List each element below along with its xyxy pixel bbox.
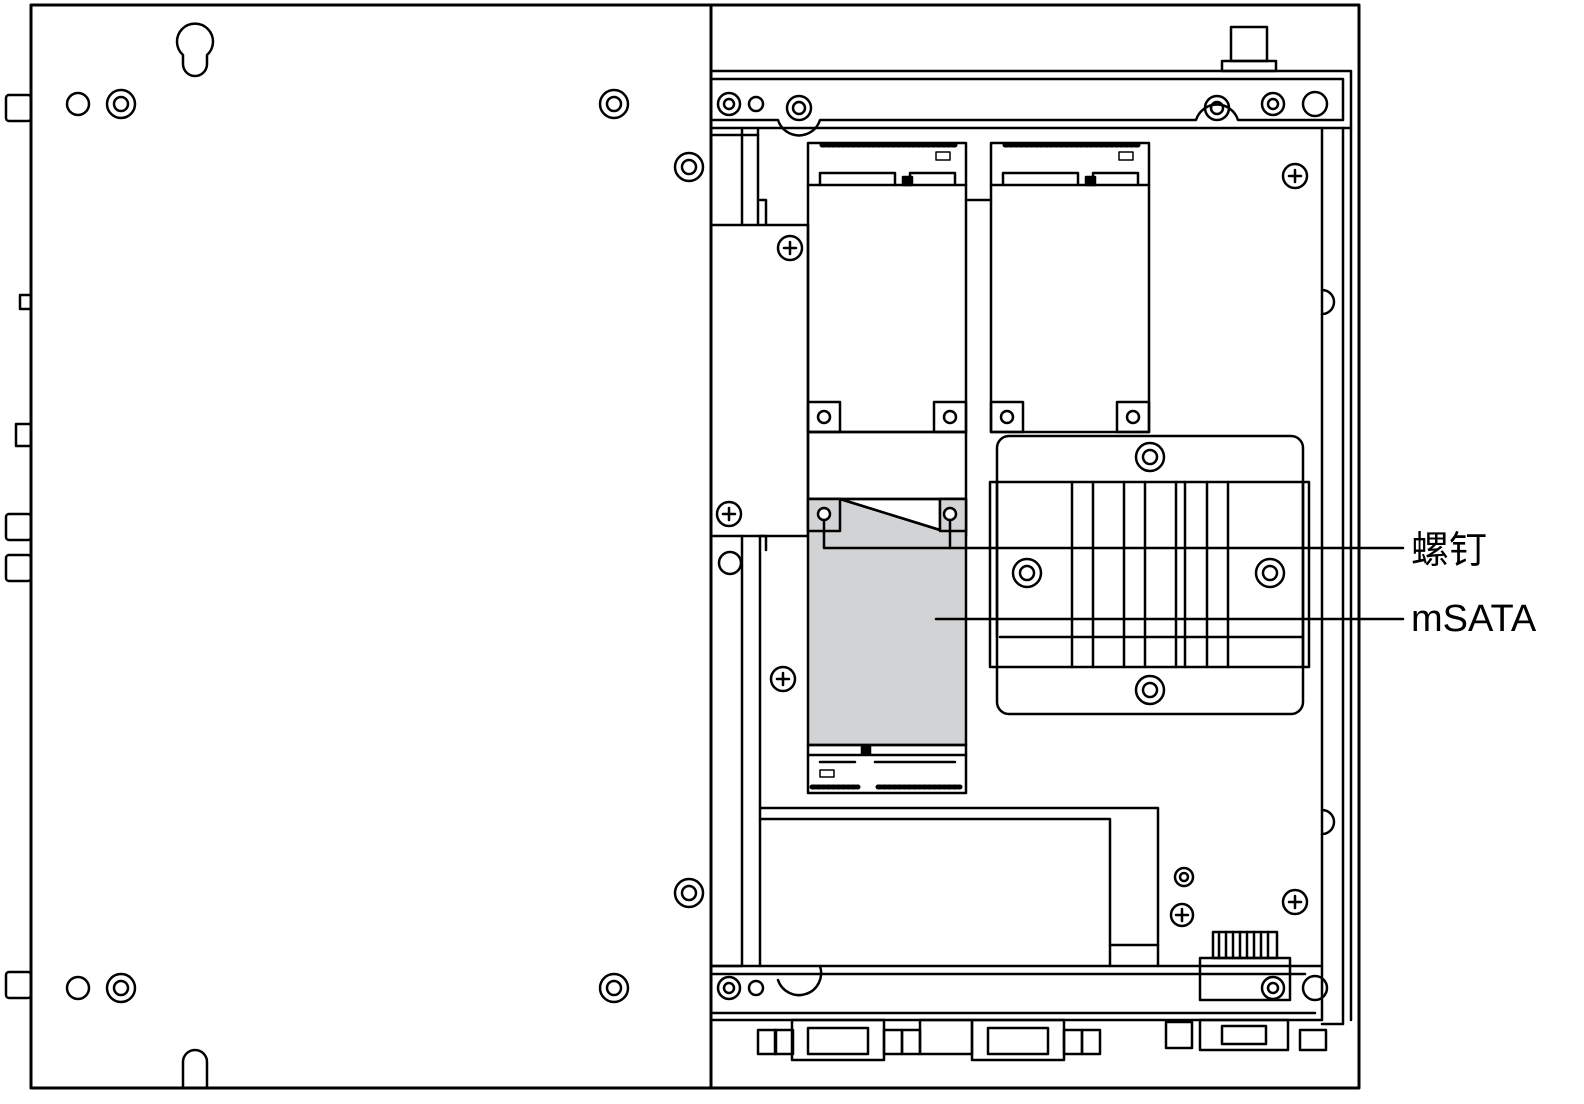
screw-callout-leader — [822, 518, 1405, 550]
open-door-panel — [4, 3, 713, 1090]
msata-card — [806, 497, 968, 747]
lower-board — [758, 806, 1195, 968]
bottom-rail — [709, 930, 1329, 1022]
heatsink — [988, 434, 1311, 716]
msata-connector — [806, 743, 968, 795]
minipcie-card-left — [806, 141, 968, 434]
io-ports — [756, 1018, 1328, 1062]
minipcie-card-right — [964, 141, 1151, 434]
msata-callout-label: mSATA — [1411, 598, 1537, 640]
screw-callout-label: 螺钉 — [1411, 530, 1487, 572]
